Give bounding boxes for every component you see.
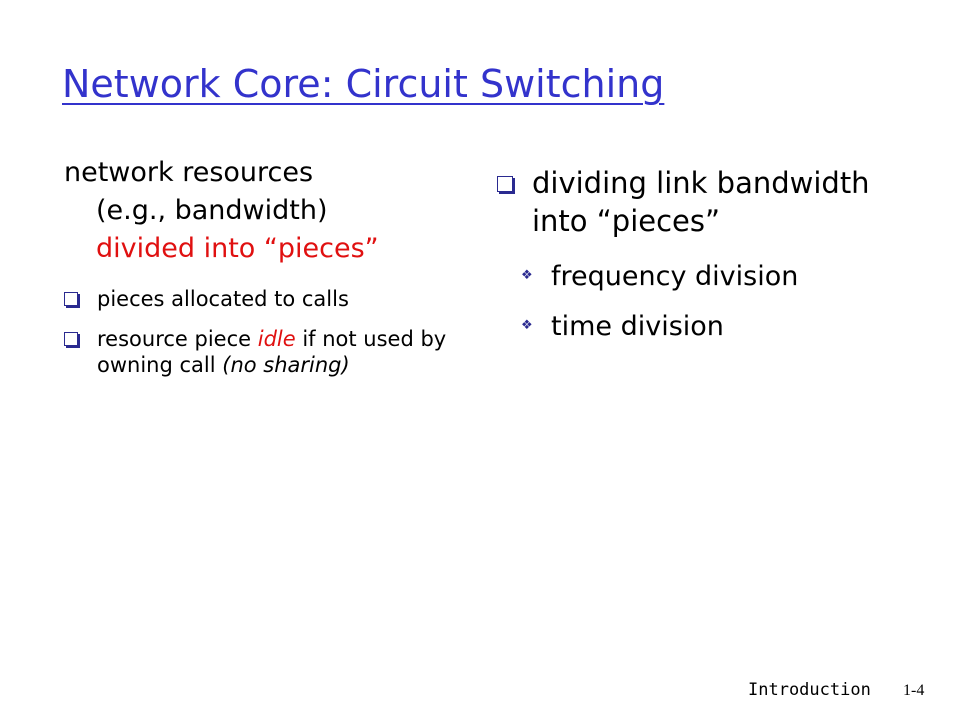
- square-bullet-icon: [497, 176, 513, 192]
- bullet-text: dividing link bandwidth into “pieces”: [532, 166, 870, 238]
- right-subbullet-list: ❖ frequency division ❖ time division: [497, 260, 917, 344]
- subbullet-text: time division: [551, 311, 724, 342]
- footer-label: Introduction: [748, 680, 871, 700]
- lead-text: network resources (e.g., bandwidth) divi…: [64, 154, 464, 268]
- list-item: dividing link bandwidth into “pieces”: [497, 164, 917, 240]
- bullet-text: pieces allocated to calls: [97, 287, 349, 311]
- bullet-text-post: if not used by owning call: [97, 327, 447, 377]
- list-item: ❖ time division: [519, 310, 917, 344]
- right-bullet-list: dividing link bandwidth into “pieces”: [497, 164, 917, 240]
- square-bullet-icon: [64, 292, 78, 306]
- slide-title: Network Core: Circuit Switching: [62, 62, 665, 106]
- list-item: ❖ frequency division: [519, 260, 917, 294]
- lead-line-1: network resources: [64, 157, 314, 188]
- bullet-text-note: (no sharing): [222, 353, 350, 377]
- lead-line-2: (e.g., bandwidth): [96, 195, 328, 226]
- left-bullet-list: pieces allocated to calls resource piece…: [64, 286, 464, 378]
- right-column: dividing link bandwidth into “pieces” ❖ …: [497, 164, 917, 344]
- bullet-text-pre: resource piece: [97, 327, 258, 351]
- left-column: network resources (e.g., bandwidth) divi…: [64, 154, 464, 378]
- diamond-bullet-icon: ❖: [521, 318, 533, 333]
- list-item: pieces allocated to calls: [64, 286, 464, 312]
- list-item: resource piece idle if not used by ownin…: [64, 326, 464, 378]
- page-number: 1-4: [903, 682, 925, 699]
- square-bullet-icon: [64, 332, 78, 346]
- lead-line-3: divided into “pieces”: [96, 233, 379, 264]
- subbullet-text: frequency division: [551, 261, 799, 292]
- bullet-text-emphasis: idle: [257, 327, 296, 351]
- diamond-bullet-icon: ❖: [521, 268, 533, 283]
